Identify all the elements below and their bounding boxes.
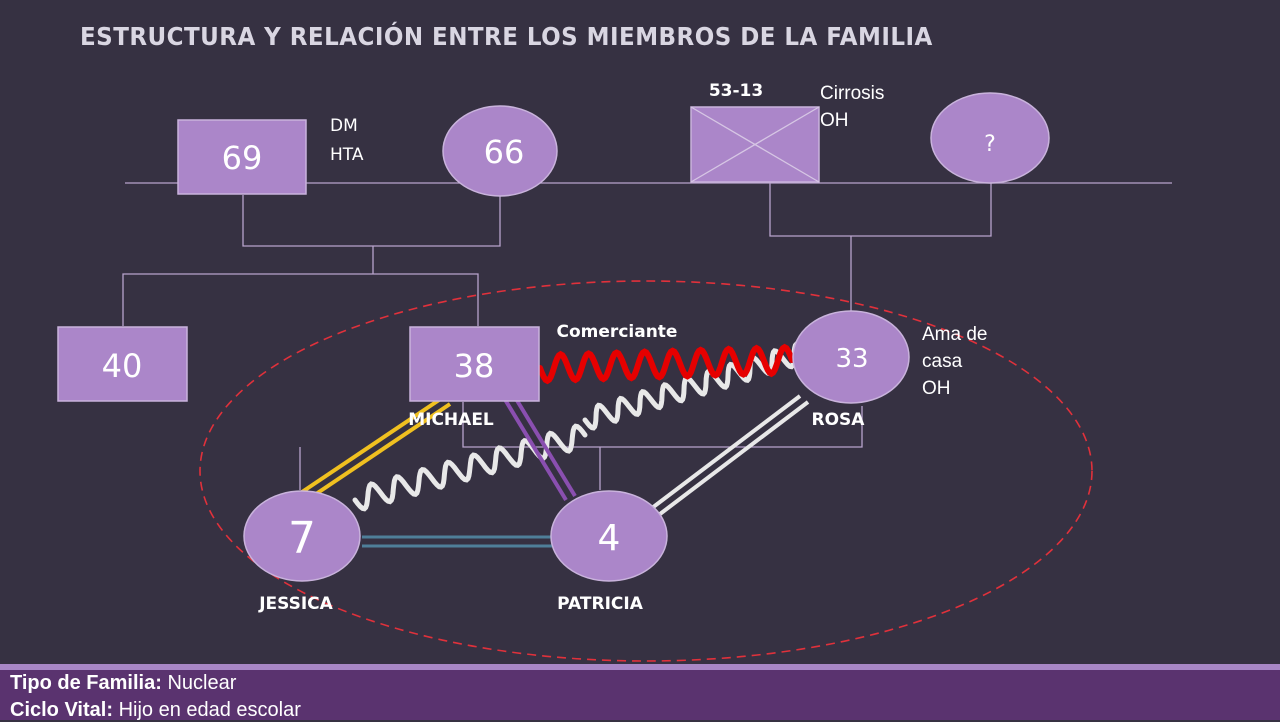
father-node (409, 326, 540, 402)
mother-name: ROSA (812, 410, 866, 430)
maternal-grandfather-years: 53-13 (709, 81, 763, 101)
paternal-note-hta: HTA (330, 145, 364, 165)
mother-note-ama: Ama de (922, 324, 987, 345)
uncle-node (57, 326, 188, 402)
maternal-marriage-line (769, 183, 992, 237)
relationship-close-michael-patricia (505, 382, 577, 498)
paternal-siblings-line (122, 273, 479, 326)
deceased-cross-icon (690, 106, 820, 183)
life-cycle-value: Hijo en edad escolar (118, 699, 301, 721)
relationship-close-patricia-rosa (650, 394, 802, 510)
child-patricia-node (550, 490, 668, 582)
paternal-grandmother-age: 66 (484, 133, 525, 171)
mother-note-casa: casa (922, 351, 963, 372)
paternal-note-dm: DM (330, 116, 358, 136)
relationship-close-jessica-michael (300, 396, 444, 494)
maternal-grandfather-note-oh: OH (820, 110, 849, 131)
father-occupation: Comerciante (557, 322, 678, 342)
maternal-grandmother-node (930, 92, 1050, 184)
child-jessica-name: JESSICA (258, 594, 333, 614)
page-title: ESTRUCTURA Y RELACIÓN ENTRE LOS MIEMBROS… (80, 22, 933, 51)
father-age: 38 (454, 347, 495, 385)
child-jessica-age: 7 (288, 513, 316, 564)
maternal-grandmother-age: ? (984, 132, 996, 157)
mother-age: 33 (835, 344, 868, 374)
child-patricia-name: PATRICIA (557, 594, 644, 614)
relationship-close-michael-patricia (496, 386, 568, 502)
life-cycle-label: Ciclo Vital: (10, 699, 113, 721)
parents-marriage-line (462, 402, 863, 448)
relationship-conflict-jessica-rosa (352, 423, 588, 512)
relationship-close-patricia-rosa (658, 400, 810, 516)
family-type-line: Tipo de Familia: Nuclear (10, 672, 236, 695)
maternal-grandfather-note-cirrosis: Cirrosis (820, 83, 884, 104)
paternal-grandfather-node (177, 119, 307, 195)
nodes: 69 66 DM HTA 53-13 Cirrosis OH ? 40 38 M… (57, 81, 1050, 614)
footer-bar: Tipo de Familia: Nuclear Ciclo Vital: Hi… (0, 664, 1280, 722)
family-type-label: Tipo de Familia: (10, 672, 162, 694)
relationship-hostile-michael-rosa (537, 343, 795, 385)
mother-note-oh: OH (922, 378, 951, 399)
mother-node (792, 310, 910, 404)
paternal-marriage-line (242, 193, 501, 247)
life-cycle-line: Ciclo Vital: Hijo en edad escolar (10, 699, 301, 722)
uncle-age: 40 (102, 347, 143, 385)
relationships (300, 341, 810, 548)
relationship-close-jessica-michael (308, 402, 452, 500)
paternal-grandmother-node (442, 105, 558, 197)
father-name: MICHAEL (408, 410, 494, 430)
paternal-grandfather-age: 69 (222, 139, 263, 177)
household-boundary (199, 280, 1093, 662)
child-patricia-age: 4 (598, 518, 621, 559)
child-jessica-node (243, 490, 361, 582)
family-type-value: Nuclear (167, 672, 237, 694)
